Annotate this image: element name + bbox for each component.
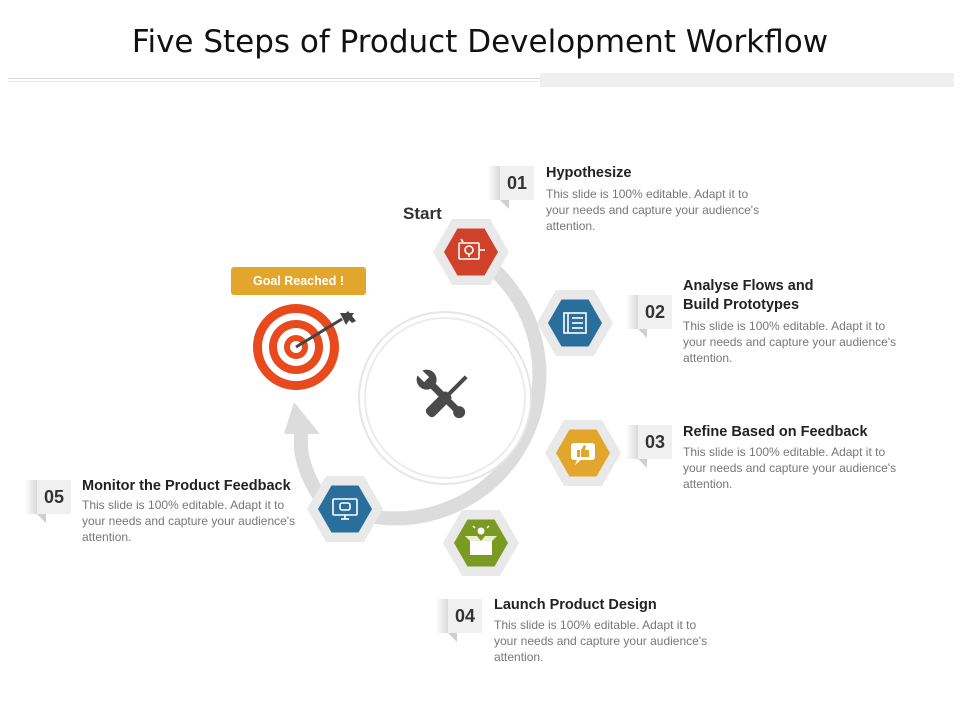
step-03-number: 03 xyxy=(638,425,672,459)
step-04-number: 04 xyxy=(448,599,482,633)
blueprint-icon xyxy=(563,312,587,334)
step-03-fold xyxy=(638,459,647,468)
monitor-chat-icon xyxy=(332,498,358,520)
thumbs-up-chat-icon xyxy=(571,443,595,465)
step-02-title: Analyse Flows and Build Prototypes xyxy=(683,278,814,313)
step-01-number: 01 xyxy=(500,166,534,200)
step-05-title: Monitor the Product Feedback xyxy=(82,478,291,494)
step-01-description: This slide is 100% editable. Adapt it to… xyxy=(546,187,760,233)
start-label: Start xyxy=(403,204,442,223)
step-01-shade xyxy=(488,166,500,200)
step-05-fold xyxy=(37,514,46,523)
step-05-shade xyxy=(25,480,37,514)
step-04-fold xyxy=(448,633,457,642)
goal-reached-badge: Goal Reached ! xyxy=(231,267,366,295)
hexagon-step-05 xyxy=(307,476,383,542)
step-03-title: Refine Based on Feedback xyxy=(683,424,868,440)
step-04-description: This slide is 100% editable. Adapt it to… xyxy=(494,618,708,664)
step-04-shade xyxy=(436,599,448,633)
step-04-title: Launch Product Design xyxy=(494,597,657,613)
hexagon-step-04 xyxy=(443,510,519,576)
step-02-description: This slide is 100% editable. Adapt it to… xyxy=(683,319,897,365)
step-01-fold xyxy=(500,200,509,209)
title-divider xyxy=(8,78,948,79)
step-03-shade xyxy=(626,425,638,459)
step-02-shade xyxy=(626,295,638,329)
slide-title: Five Steps of Product Development Workfl… xyxy=(131,24,829,60)
lightbulb-board-icon xyxy=(458,238,485,260)
hexagon-step-02 xyxy=(537,290,613,356)
hexagon-step-01 xyxy=(433,219,509,285)
title-accent-bar xyxy=(540,73,954,87)
target-arrow-icon xyxy=(253,304,356,390)
step-03-description: This slide is 100% editable. Adapt it to… xyxy=(683,445,897,491)
step-01-title: Hypothesize xyxy=(546,165,632,181)
title-divider-secondary xyxy=(8,81,538,82)
step-05-number: 05 xyxy=(37,480,71,514)
cycle-ring xyxy=(316,246,547,526)
step-05-description: This slide is 100% editable. Adapt it to… xyxy=(82,498,296,544)
step-02-fold xyxy=(638,329,647,338)
hexagon-step-03 xyxy=(545,420,621,486)
open-box-icon xyxy=(465,525,497,555)
step-02-number: 02 xyxy=(638,295,672,329)
cycle-ring-return xyxy=(293,428,326,501)
cycle-arrow-head xyxy=(284,402,320,434)
wrench-screwdriver-icon xyxy=(416,369,468,419)
